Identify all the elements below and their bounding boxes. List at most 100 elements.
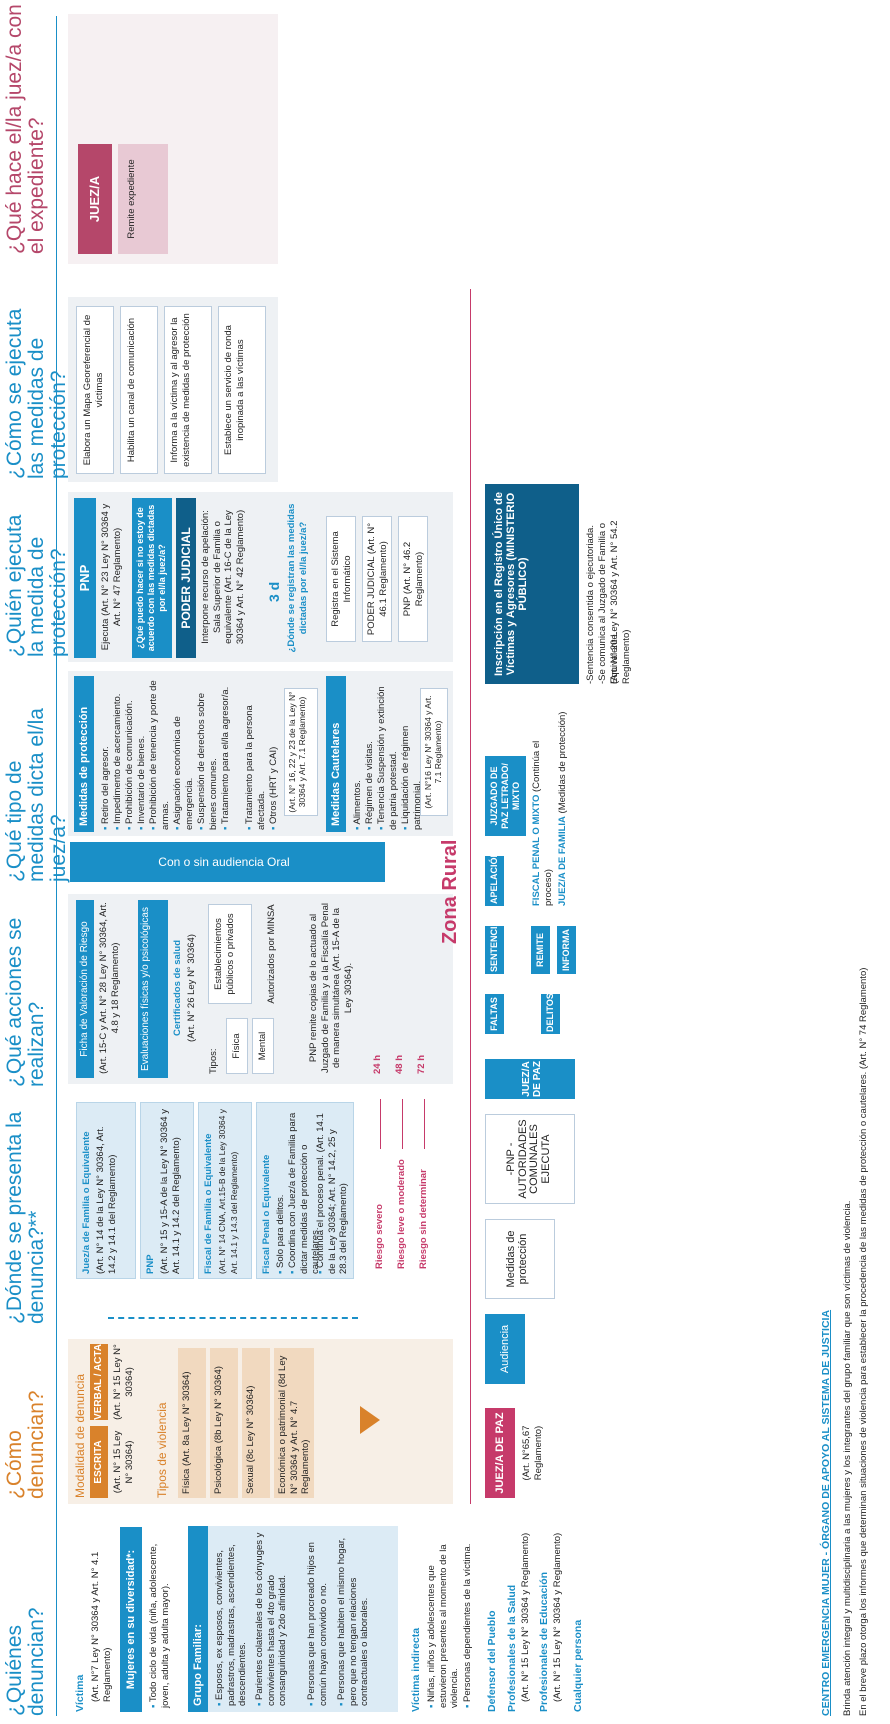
riesgo-leve: Riesgo leve o moderado [396, 1159, 407, 1269]
acciones-column: Ficha de Valoración de Riesgo (Art. 15-C… [68, 894, 453, 1084]
down-arrow-icon [360, 1406, 380, 1434]
faltas-tag: FALTAS [485, 994, 504, 1034]
pnp-autoridades-box: -PNP -AUTORIDADES COMUNALES EJECUTA [485, 1114, 575, 1204]
juez-familia-ref: (Art. N° 14 de la Ley N° 30364, Art. 14.… [95, 1126, 118, 1274]
remite-expediente: Remite expediente [118, 144, 168, 254]
cem-title: CENTRO EMERGENCIA MUJER - ÓRGANO DE APOY… [820, 1309, 832, 1716]
cautelares-ref: (Art. N°16 Ley N° 30364 y Art. 7.1 Regla… [420, 688, 448, 816]
proteccion-item: Tratamiento para la persona afectada. [244, 680, 267, 830]
cautelares-item: Régimen de visitas. [364, 680, 376, 830]
apelacion-tag: APELACIÓN [485, 851, 504, 906]
pnp-box: PNP (Art. N° 15 y 15-A de la Ley N° 3036… [140, 1102, 194, 1279]
header-acciones: ¿Qué acciones se realizan? [3, 917, 48, 1087]
proteccion-item: Retiro del agresor. [100, 680, 112, 830]
grupo-item: Personas que han procreado hijos en comú… [306, 1530, 329, 1706]
zona-rural-region: Zona Rural JUEZ/A DE PAZ (Art. N°65,67 R… [439, 289, 871, 1504]
informa-box: Informa a la víctima y al agresor la exi… [164, 306, 212, 474]
audiencia-oral-bar: Con o sin audiencia Oral [70, 842, 385, 882]
tipo-column: Medidas de protección Retiro del agresor… [68, 671, 453, 836]
riesgo-line [424, 1099, 425, 1149]
tipo-economica: Económica o patrimonial (8d Ley N° 30364… [274, 1348, 314, 1498]
como-ejecuta-column: Elabora un Mapa Georeferencial de víctim… [68, 297, 278, 482]
cem-line-2: En el breve plazo otorga los informes qu… [858, 967, 869, 1716]
poder-judicial-ref: PODER JUDICIAL (Art. N° 46.1 Reglamento) [362, 516, 392, 642]
juez-familia-box: Juez/a de Familia o Equivalente (Art. N°… [76, 1102, 136, 1279]
apelacion-text: Interpone recurso de apelación: Sala Sup… [200, 509, 246, 645]
proteccion-item: Otros (HRT y CAI) [268, 680, 280, 830]
remite-tag: REMITE [531, 926, 550, 974]
mujeres-text: Todo ciclo de vida (niña, adolescente, j… [148, 1528, 171, 1708]
escrita-ref: (Art. N° 15 Ley N° 30364) [112, 1430, 135, 1494]
proteccion-title: Medidas de protección [74, 676, 94, 832]
pnp-ejecuta: Ejecuta (Art. N° 23 Ley N° 30364 y Art. … [100, 503, 123, 651]
victima-ref: (Art. N°7 Ley N° 30364 y Art. N° 4.1 Reg… [90, 1551, 113, 1702]
pnp-title: PNP [145, 1254, 156, 1274]
fisica-box: Física [226, 1018, 248, 1074]
riesgo-sin: Riesgo sin determinar [418, 1169, 429, 1269]
medidas-proteccion-box: Medidas de protección [485, 1219, 555, 1299]
desacuerdo-question: ¿Qué puedo hacer si no estoy de acuerdo … [132, 498, 172, 658]
informa-tag: INFORMA [557, 926, 576, 974]
eval-title: Evaluaciones físicas y/o psicológicas [138, 900, 168, 1078]
proteccion-ref: (Art. N° 16, 22 y 23 de la Ley N° 30364 … [284, 688, 318, 816]
verbal-ref: (Art. N° 15 Ley N° 30364) [112, 1344, 135, 1420]
riesgo-line [402, 1099, 403, 1149]
zona-rural-title: Zona Rural [439, 839, 461, 944]
juez-familia-note: (Medidas de protección) [557, 711, 568, 814]
mujeres-title: Mujeres en su diversidad*: [120, 1527, 142, 1712]
fiscal-penal-item: Solo para delitos. [275, 1109, 287, 1274]
mental-box: Mental [252, 1018, 274, 1074]
dashed-connector [108, 1317, 358, 1319]
quienes-column: Víctima (Art. N°7 Ley N° 30364 y Art. N°… [68, 1521, 688, 1716]
modalidad-title: Modalidad de denuncia [73, 1373, 87, 1498]
tipo-sexual: Sexual (8c Ley N° 30364) [242, 1348, 270, 1498]
proteccion-item: Suspensión de derechos sobre bienes comu… [196, 680, 219, 830]
fiscal-familia-box: Fiscal de Familia o Equivalente (Art. N°… [198, 1102, 252, 1279]
sentencia-tag: SENTENCIA [485, 920, 504, 974]
indirecta-title: Víctima indirecta [410, 1627, 422, 1712]
juez-familia-title: Juez/a de Familia o Equivalente [81, 1131, 92, 1274]
pnp-ref-box: PNP (Art. N° 46.2 Reglamento) [398, 516, 428, 642]
riesgo-severo: Riesgo severo [374, 1204, 385, 1269]
juzgado-tag: JUZGADO DE PAZ LETRADO/ MIXTO [485, 756, 526, 836]
registra-box: Registra en el Sistema Informático [326, 516, 356, 642]
fiscal-penal-box: Fiscal Penal o Equivalente Solo para del… [256, 1102, 354, 1279]
grupo-title: Grupo Familiar: [188, 1526, 208, 1712]
h24: 24 h [372, 1054, 383, 1074]
tipo-fisica: Física (Art. 8a Ley N° 30364) [178, 1348, 206, 1498]
hace-juez-column: JUEZ/A Remite expediente [68, 14, 278, 264]
header-como: ¿Cómo denuncian? [3, 1390, 48, 1499]
header-tipo: ¿Qué tipo de medidas dicta el/la juez/a? [3, 708, 70, 882]
plazo-3d: 3 d [266, 581, 282, 602]
quien-ejecuta-column: PNP Ejecuta (Art. N° 23 Ley N° 30364 y A… [68, 492, 453, 662]
fiscal-familia-title: Fiscal de Familia o Equivalente [203, 1133, 214, 1274]
proteccion-item: Inventario de bienes. [136, 680, 148, 830]
defensor: Defensor del Pueblo [486, 1610, 498, 1712]
indirecta-item: Niñas, niños y adolescentes que estuvier… [426, 1528, 461, 1708]
ronda-box: Establece un servicio de ronda inopinada… [218, 306, 266, 474]
proteccion-item: Tratamiento para el/la agresor/a. [220, 680, 232, 830]
audiencia-oral-box: Audiencia Oral [485, 1314, 551, 1384]
salud-ref: (Art. N° 15 Ley N° 30364 y Reglamento) [520, 1532, 531, 1702]
escrita-tag: ESCRITA [90, 1426, 108, 1498]
mapa-box: Elabora un Mapa Georeferencial de víctim… [76, 306, 114, 474]
cert-title: Certificados de salud [172, 939, 183, 1037]
header-rule [56, 16, 57, 1716]
h72: 72 h [416, 1054, 427, 1074]
fiscal-penal-line: FISCAL PENAL O MIXTO (Continúa el proces… [531, 706, 554, 906]
tipos-label: Tipos: [208, 1048, 219, 1074]
juez-paz-tag: JUEZ/A DE PAZ [485, 1408, 515, 1498]
cautelares-title: Medidas Cautelares [326, 676, 346, 832]
como-column: Modalidad de denuncia ESCRITA (Art. N° 1… [68, 1339, 453, 1504]
juez-paz-ref: (Art. N°65,67 Reglamento) [521, 1425, 544, 1481]
fiscal-familia-ref: (Art. N° 14 CNA, Art.15-B de la Ley 3036… [217, 1109, 239, 1274]
establecimientos-box: Establecimientos públicos o privados [208, 904, 252, 1004]
cautelares-item: Alimentos. [352, 680, 364, 830]
pnp-remite: PNP remite copias de lo actuado al Juzga… [308, 902, 354, 1074]
poder-judicial-header: PODER JUDICIAL [176, 498, 196, 658]
grupo-familiar-box: Grupo Familiar: Esposos, ex esposos, con… [188, 1526, 398, 1712]
indirecta-item: Personas dependientes de la víctima. [462, 1528, 474, 1708]
donde-registran: ¿Dónde se registran las medidas dictadas… [286, 503, 309, 653]
